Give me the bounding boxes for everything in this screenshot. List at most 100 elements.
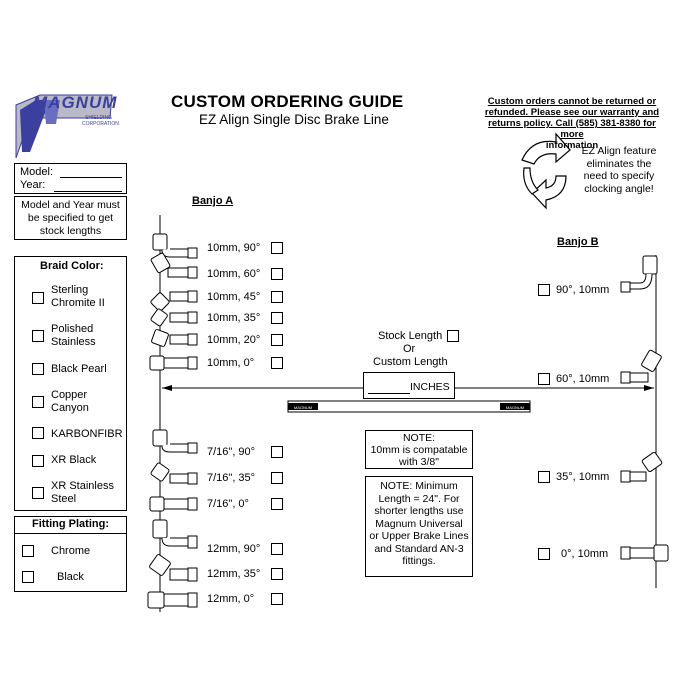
- banjo-b-60-10mm-checkbox[interactable]: [538, 373, 550, 385]
- year-label: Year:: [20, 179, 46, 191]
- custom-length-label: Custom Length: [373, 356, 448, 368]
- braid-xr-black-checkbox[interactable]: [32, 455, 44, 467]
- banjo-a-10mm-20-checkbox[interactable]: [271, 334, 283, 346]
- note-min-line-3: shorter lengths use: [374, 505, 464, 517]
- note-10mm-line-3: with 3/8": [399, 456, 439, 468]
- banjo-a-716-35-checkbox[interactable]: [271, 472, 283, 484]
- banjo-a-716-0-checkbox[interactable]: [271, 498, 283, 510]
- banjo-b-option-label: 90°, 10mm: [556, 284, 610, 296]
- or-label: Or: [403, 343, 416, 355]
- braid-copper-checkbox[interactable]: [32, 396, 44, 408]
- plating-black-checkbox[interactable]: [22, 571, 34, 583]
- note-min-line-2: Length = 24". For: [378, 492, 460, 505]
- braid-karbonfibr-label: KARBONFIBR: [51, 428, 123, 440]
- notice-line-1: Custom orders cannot be returned or: [487, 96, 657, 107]
- page-title: CUSTOM ORDERING GUIDE: [171, 92, 404, 111]
- page-subtitle: EZ Align Single Disc Brake Line: [199, 112, 389, 127]
- plating-chrome-checkbox[interactable]: [22, 545, 34, 557]
- braid-color-header: Braid Color:: [40, 260, 104, 272]
- banjo-a-option-label: 10mm, 35°: [207, 312, 261, 324]
- logo-tagline-2: CORPORATION: [82, 121, 119, 127]
- fitting-plating-header: Fitting Plating:: [32, 518, 109, 530]
- vehicle-info-box: Model: Year:: [14, 163, 127, 194]
- banjo-a-option-label: 7/16", 0°: [207, 498, 249, 510]
- braid-black-pearl-label: Black Pearl: [51, 363, 107, 375]
- banjo-a-12mm-35-checkbox[interactable]: [271, 568, 283, 580]
- banjo-a-option-label: 12mm, 90°: [207, 543, 261, 555]
- year-field[interactable]: [54, 191, 122, 192]
- banjo-b-option-label: 0°, 10mm: [561, 548, 609, 560]
- stock-length-label: Stock Length: [378, 330, 443, 342]
- note-minimum-length: NOTE: Minimum Length = 24". For shorter …: [365, 476, 473, 577]
- rotate-arrows-icon: [521, 132, 571, 210]
- braid-xr-stainless-checkbox[interactable]: [32, 487, 44, 499]
- banjo-a-option-label: 10mm, 60°: [207, 268, 261, 280]
- banjo-a-option-label: 7/16", 90°: [207, 446, 256, 458]
- hose-label-left: MAGNUM: [294, 405, 312, 410]
- banjo-a-option-label: 12mm, 35°: [207, 568, 261, 580]
- braid-karbonfibr-checkbox[interactable]: [32, 427, 44, 439]
- magnum-logo: [15, 94, 113, 159]
- banjo-a-716-90-checkbox[interactable]: [271, 446, 283, 458]
- banjo-a-10mm-0-checkbox[interactable]: [271, 357, 283, 369]
- ez-align-line-2: eliminates the: [586, 157, 652, 170]
- stock-length-checkbox[interactable]: [447, 330, 459, 342]
- note-min-line-7: fittings.: [402, 555, 436, 567]
- banjo-b-header: Banjo B: [557, 236, 599, 248]
- banjo-a-10mm-90-checkbox[interactable]: [271, 242, 283, 254]
- banjo-a-12mm-90-checkbox[interactable]: [271, 543, 283, 555]
- banjo-b-0-10mm-checkbox[interactable]: [538, 548, 550, 560]
- model-label: Model:: [20, 166, 54, 178]
- banjo-b-90-10mm-checkbox[interactable]: [538, 284, 550, 296]
- hose-illustration: MAGNUM MAGNUM: [287, 400, 531, 413]
- banjo-a-10mm-60-checkbox[interactable]: [271, 268, 283, 280]
- logo-wordmark: MAGNUM: [33, 93, 118, 112]
- plating-chrome-label: Chrome: [51, 545, 91, 557]
- banjo-a-option-label: 7/16", 35°: [207, 472, 256, 484]
- ez-align-line-3: need to specify: [583, 170, 655, 182]
- model-note-line-2: be specified to get: [27, 212, 114, 224]
- banjo-a-option-label: 10mm, 45°: [207, 291, 261, 303]
- plating-black-label: Black: [57, 571, 84, 583]
- banjo-a-option-label: 12mm, 0°: [207, 593, 255, 605]
- model-note-line-3: stock lengths: [39, 225, 102, 237]
- banjo-b-35-10mm-checkbox[interactable]: [538, 471, 550, 483]
- ez-align-line-4: clocking angle!: [584, 182, 654, 195]
- banjo-a-12mm-0-checkbox[interactable]: [271, 593, 283, 605]
- note-10mm: NOTE: 10mm is compatable with 3/8": [365, 430, 473, 469]
- banjo-a-option-label: 10mm, 0°: [207, 357, 255, 369]
- notice-line-3: returns policy. Call (585) 381-8380 for …: [488, 118, 656, 140]
- banjo-a-option-label: 10mm, 90°: [207, 242, 261, 254]
- notice-line-4: information: [545, 140, 599, 151]
- braid-sterling-checkbox[interactable]: [32, 292, 44, 304]
- ez-align-line-1: EZ Align feature: [581, 145, 657, 157]
- ez-align-note: EZ Align feature eliminates the need to …: [574, 145, 664, 195]
- model-note-line-1: Model and Year must: [21, 199, 120, 211]
- notice-line-2: refunded. Please see our warranty and: [484, 107, 660, 118]
- hose-label-right: MAGNUM: [506, 405, 524, 410]
- banjo-a-10mm-45-checkbox[interactable]: [271, 291, 283, 303]
- braid-black-pearl-checkbox[interactable]: [32, 363, 44, 375]
- note-min-line-1: NOTE: Minimum: [380, 480, 458, 492]
- braid-polished-checkbox[interactable]: [32, 330, 44, 342]
- model-year-note: Model and Year must be specified to get …: [14, 196, 127, 240]
- custom-length-box: INCHES: [363, 372, 455, 399]
- note-min-line-6: and Standard AN-3: [374, 542, 464, 555]
- banjo-a-option-label: 10mm, 20°: [207, 334, 261, 346]
- note-min-line-4: Magnum Universal: [375, 517, 463, 530]
- braid-xr-black-label: XR Black: [51, 454, 97, 466]
- banjo-a-header: Banjo A: [192, 195, 234, 207]
- model-field[interactable]: [60, 177, 122, 178]
- fitting-plating-panel: Fitting Plating: Chrome Black: [14, 516, 127, 592]
- note-10mm-line-2: 10mm is compatable: [370, 444, 468, 456]
- returns-notice: Custom orders cannot be returned or refu…: [478, 96, 666, 151]
- note-min-line-5: or Upper Brake Lines: [369, 530, 469, 542]
- banjo-a-10mm-35-checkbox[interactable]: [271, 312, 283, 324]
- banjo-b-option-label: 35°, 10mm: [556, 471, 610, 483]
